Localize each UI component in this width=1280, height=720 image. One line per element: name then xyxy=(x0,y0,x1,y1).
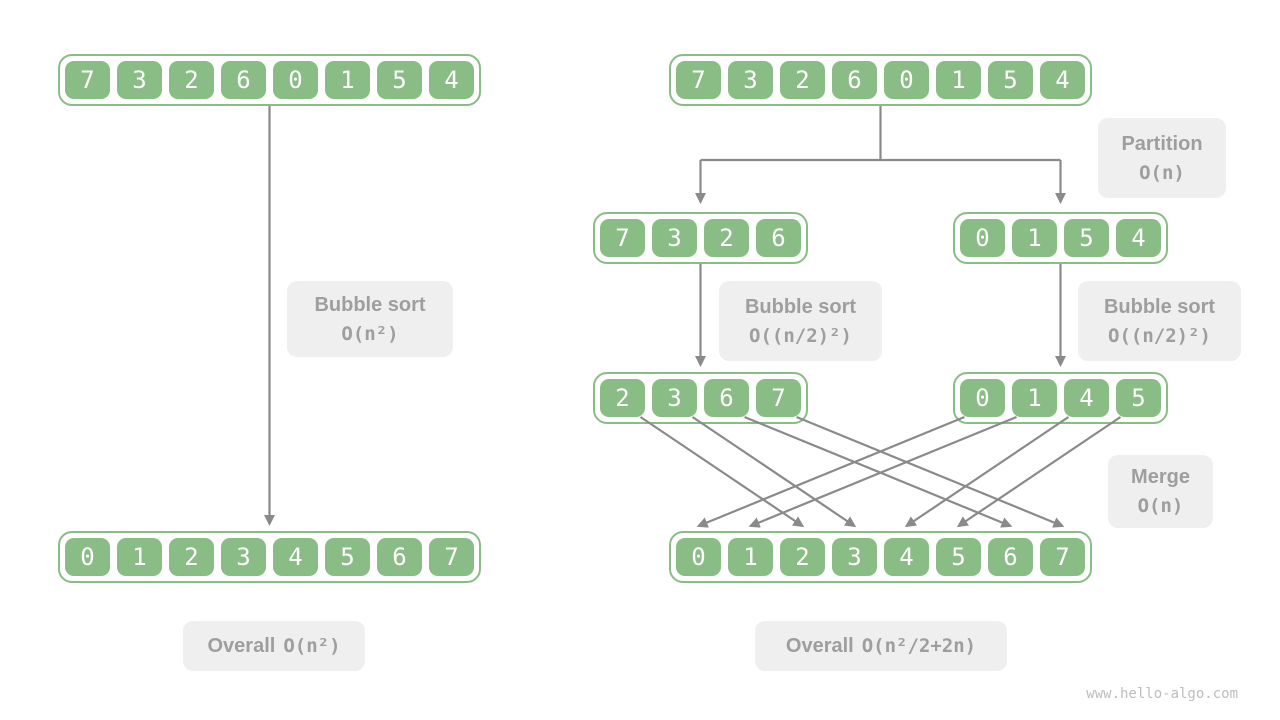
array-cell: 0 xyxy=(960,219,1005,257)
label-title: Overall xyxy=(207,635,276,657)
array-cell: 1 xyxy=(325,61,370,99)
array-cell: 7 xyxy=(429,538,474,576)
array-cell: 5 xyxy=(377,61,422,99)
array-cell: 5 xyxy=(936,538,981,576)
array-cell: 4 xyxy=(1040,61,1085,99)
label-complexity: O(n²/2+2n) xyxy=(861,634,977,657)
array-cell: 2 xyxy=(169,61,214,99)
label-title: Bubble sort xyxy=(314,293,426,316)
label-complexity: O((n/2)²) xyxy=(749,324,852,347)
array-cell: 4 xyxy=(429,61,474,99)
array-cell: 6 xyxy=(704,379,749,417)
array-cell: 7 xyxy=(676,61,721,99)
label-complexity: O(n²) xyxy=(283,634,341,657)
label-title: Bubble sort xyxy=(744,295,857,318)
label-title: Merge xyxy=(1131,466,1190,489)
watermark: www.hello-algo.com xyxy=(1086,686,1238,702)
array-cell: 2 xyxy=(780,61,825,99)
array-cell: 2 xyxy=(704,219,749,257)
array-cell: 3 xyxy=(728,61,773,99)
bubble-sort-label-right-half: Bubble sort O((n/2)²) xyxy=(1078,281,1241,361)
array-cell: 0 xyxy=(273,61,318,99)
array-cell: 1 xyxy=(1012,379,1057,417)
array-cell: 7 xyxy=(756,379,801,417)
array-cell: 0 xyxy=(65,538,110,576)
array-cell: 3 xyxy=(221,538,266,576)
array-cell: 6 xyxy=(756,219,801,257)
array-cell: 3 xyxy=(652,379,697,417)
label-complexity: O(n²) xyxy=(341,322,399,345)
array-cell: 6 xyxy=(832,61,877,99)
array-cell: 6 xyxy=(377,538,422,576)
label-title: Partition xyxy=(1121,132,1203,155)
array-cell: 3 xyxy=(652,219,697,257)
overall-label-left: Overall O(n²) xyxy=(183,621,365,671)
array-cell: 2 xyxy=(780,538,825,576)
label-complexity: O(n) xyxy=(1139,161,1185,184)
array-cell: 6 xyxy=(221,61,266,99)
overall-label-right: Overall O(n²/2+2n) xyxy=(755,621,1007,671)
array-cell: 4 xyxy=(273,538,318,576)
label-complexity: O((n/2)²) xyxy=(1108,324,1211,347)
array-cell: 3 xyxy=(117,61,162,99)
array-cell: 1 xyxy=(117,538,162,576)
label-title: Overall xyxy=(785,635,854,657)
array-cell: 5 xyxy=(1064,219,1109,257)
array-cell: 4 xyxy=(884,538,929,576)
array-cell: 2 xyxy=(169,538,214,576)
bubble-sort-label-left-diagram: Bubble sort O(n²) xyxy=(287,281,453,357)
array-cell: 1 xyxy=(936,61,981,99)
array-cell: 0 xyxy=(884,61,929,99)
array-cell: 1 xyxy=(1012,219,1057,257)
label-title: Bubble sort xyxy=(1103,295,1216,318)
array-cell: 4 xyxy=(1064,379,1109,417)
array-cell: 7 xyxy=(1040,538,1085,576)
array-cell: 5 xyxy=(325,538,370,576)
array-cell: 4 xyxy=(1116,219,1161,257)
array-cell: 1 xyxy=(728,538,773,576)
array-cell: 2 xyxy=(600,379,645,417)
array-cell: 7 xyxy=(600,219,645,257)
array-cell: 3 xyxy=(832,538,877,576)
merge-label: Merge O(n) xyxy=(1108,455,1213,528)
array-cell: 0 xyxy=(676,538,721,576)
label-complexity: O(n) xyxy=(1137,495,1184,518)
array-cell: 5 xyxy=(1116,379,1161,417)
array-cell: 6 xyxy=(988,538,1033,576)
array-cell: 0 xyxy=(960,379,1005,417)
array-cell: 5 xyxy=(988,61,1033,99)
partition-label: Partition O(n) xyxy=(1098,118,1226,198)
array-cell: 7 xyxy=(65,61,110,99)
bubble-sort-label-left-half: Bubble sort O((n/2)²) xyxy=(719,281,882,361)
